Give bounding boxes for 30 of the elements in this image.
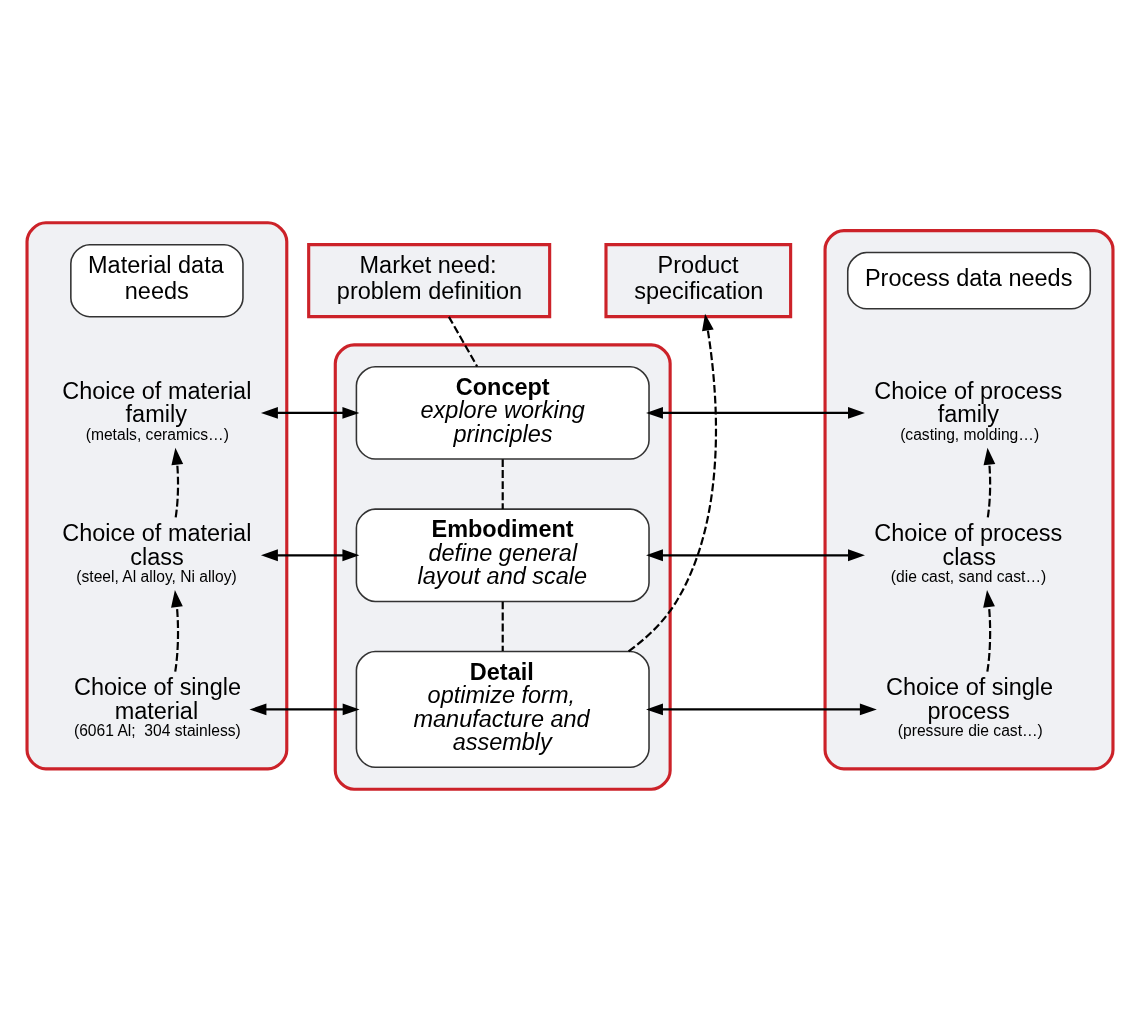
node-text: Choice of process family (casting, molding…) <box>874 377 1063 443</box>
node-box: Embodiment define general layout and scale <box>355 508 650 603</box>
cluster <box>25 221 289 771</box>
node-text: Choice of material family (metals, ceramics…) <box>62 377 252 443</box>
arrow <box>983 590 995 672</box>
arrow <box>646 549 865 562</box>
cluster <box>823 229 1115 771</box>
arrow <box>260 406 360 419</box>
connector <box>447 316 479 367</box>
node-text: Choice of process class (die cast, sand cast…) <box>874 520 1063 585</box>
node-text: Choice of material class (steel, Al alloy, Ni alloy) <box>62 520 252 585</box>
arrow <box>171 590 183 672</box>
arrow <box>249 703 360 716</box>
arrow <box>646 406 865 419</box>
node-box: Process data needs <box>846 251 1092 310</box>
node-box: Concept explore working principles <box>355 365 650 460</box>
connector <box>501 601 504 652</box>
arrow <box>983 447 996 518</box>
cluster <box>333 343 672 791</box>
arrow <box>627 313 718 653</box>
node-text: Choice of single material (6061 Al; 304 stainless) <box>73 674 241 740</box>
node-box: Market need: problem definition <box>307 243 552 319</box>
node-box: Product specification <box>604 243 793 319</box>
node-box: Material data needs <box>70 243 244 318</box>
arrow <box>171 447 184 518</box>
node-box: Detail optimize form, manufacture and assembly <box>355 650 650 769</box>
arrow <box>260 549 360 562</box>
connector <box>501 459 504 509</box>
node-text: Choice of single process (pressure die cast…) <box>886 674 1054 740</box>
arrow <box>646 703 877 716</box>
